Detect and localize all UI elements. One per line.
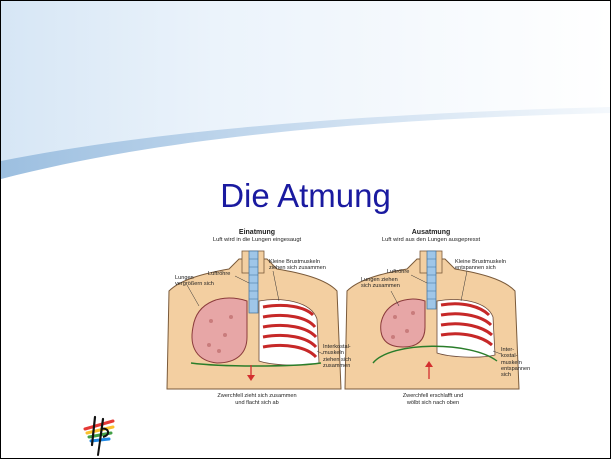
inhale-heading: Einatmung: [197, 229, 317, 237]
inhale-label-lungs: Lungen vergrößern sich: [175, 275, 214, 288]
inhale-label-muscles: Kleine Brustmuskeln ziehen sich zusammen: [269, 259, 326, 272]
exhale-caption: Zwerchfell erschlafft und wölbt sich nac…: [373, 393, 493, 406]
inhale-label-intercostal: Interkostal- muskeln ziehen sich zusamme…: [323, 344, 351, 369]
inhale-header: Einatmung Luft wird in die Lungen einges…: [197, 229, 317, 244]
exhale-header: Ausatmung Luft wird aus den Lungen ausge…: [371, 229, 491, 244]
exhale-label-intercostal: Inter- kostal- muskeln entspannen sich: [501, 347, 530, 378]
inhale-caption: Zwerchfell zieht sich zusammen und flach…: [197, 393, 317, 406]
exhale-label-lungs: Lungen ziehen sich zusammen: [361, 277, 400, 290]
exhale-subheading: Luft wird aus den Lungen ausgepresst: [371, 237, 491, 244]
inhale-figure: [167, 251, 341, 389]
exhale-figure: [345, 251, 519, 389]
hp-logo-icon: [83, 415, 117, 457]
exhale-label-muscles: Kleine Brustmuskeln entspannen sich: [455, 259, 506, 272]
exhale-heading: Ausatmung: [371, 229, 491, 237]
exhale-label-trachea: Luftröhre: [387, 269, 409, 275]
inhale-subheading: Luft wird in die Lungen eingesaugt: [197, 237, 317, 244]
